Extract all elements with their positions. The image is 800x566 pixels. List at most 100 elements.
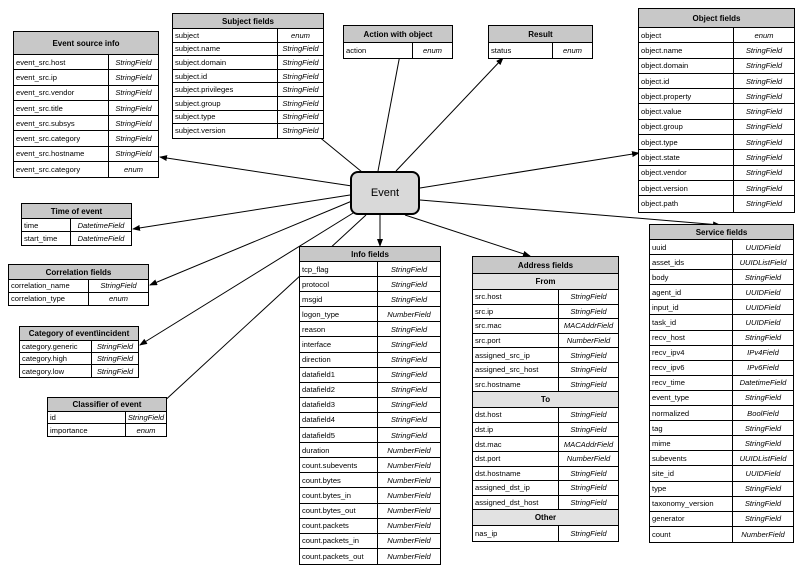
field-type: NumberField (387, 536, 431, 546)
section-title-from: From (473, 274, 618, 290)
table-title: Event source info (14, 32, 158, 55)
field-type: UUIDListField (739, 257, 787, 267)
field-type: StringField (745, 61, 783, 71)
field-name: category.low (20, 365, 92, 377)
field-type: StringField (744, 333, 782, 343)
table-title: Category of event\incident (20, 327, 138, 341)
field-type: StringField (745, 153, 783, 163)
field-name: count.packets (300, 518, 378, 533)
field-name: importance (48, 424, 126, 436)
field-name: datafield5 (300, 428, 378, 443)
arrow-to-action (377, 43, 404, 172)
field-type: StringField (282, 44, 319, 54)
field-name: object.id (639, 73, 734, 89)
field-type: StringField (745, 168, 783, 178)
field-type: StringField (390, 264, 428, 274)
field-name: body (650, 270, 733, 285)
field-type: StringField (115, 118, 152, 128)
field-type: StringField (570, 379, 607, 389)
field-name: object.domain (639, 58, 734, 73)
field-name: event_src.title (14, 100, 109, 116)
field-name: assigned_dst_host (473, 495, 559, 510)
field-type: StringField (744, 438, 782, 448)
table-title: Subject fields (173, 14, 323, 29)
field-type: NumberField (387, 460, 431, 470)
field-name: tcp_flag (300, 262, 378, 277)
object-row: object.domain StringField (639, 58, 794, 74)
field-type: StringField (570, 350, 607, 360)
field-name: event_src.category (14, 131, 109, 146)
field-name: normalized (650, 406, 733, 421)
field-name: object.state (639, 150, 734, 165)
field-name: tag (650, 421, 733, 436)
field-name: subject (173, 29, 278, 42)
field-type: enum (109, 294, 128, 304)
field-type: StringField (115, 134, 152, 144)
field-name: src.hostname (473, 377, 559, 392)
field-name: datafield3 (300, 397, 378, 412)
field-type: StringField (570, 425, 607, 435)
field-name: category.generic (20, 341, 92, 352)
field-type: UUIDListField (739, 453, 787, 463)
field-name: event_src.category (14, 162, 109, 178)
field-name: object.value (639, 104, 734, 119)
field-name: action (344, 43, 413, 58)
field-name: recv_time (650, 375, 733, 390)
field-name: src.host (473, 290, 559, 304)
field-type: StringField (115, 72, 152, 82)
field-type: UUIDField (745, 287, 781, 297)
table-title: Time of event (22, 204, 131, 219)
info-row: tcp_flag StringField (300, 262, 440, 278)
field-type: DatetimeField (739, 378, 787, 388)
field-name: direction (300, 352, 378, 367)
field-type: StringField (115, 103, 152, 113)
arrow-to-correlation (149, 200, 353, 286)
event-source-row: event_src.title StringField (14, 100, 158, 117)
field-type: NumberField (387, 445, 431, 455)
field-name: recv_ipv4 (650, 345, 733, 360)
field-name: assigned_src_ip (473, 348, 559, 362)
field-type: StringField (570, 468, 607, 478)
field-type: enum (423, 46, 442, 55)
event-source-row: event_src.category StringField (14, 131, 158, 147)
field-name: datafield1 (300, 367, 378, 382)
field-name: subject.type (173, 110, 278, 124)
field-type: StringField (745, 76, 783, 86)
field-name: assigned_src_host (473, 362, 559, 377)
field-type: StringField (390, 355, 428, 365)
field-name: subject.group (173, 96, 278, 110)
